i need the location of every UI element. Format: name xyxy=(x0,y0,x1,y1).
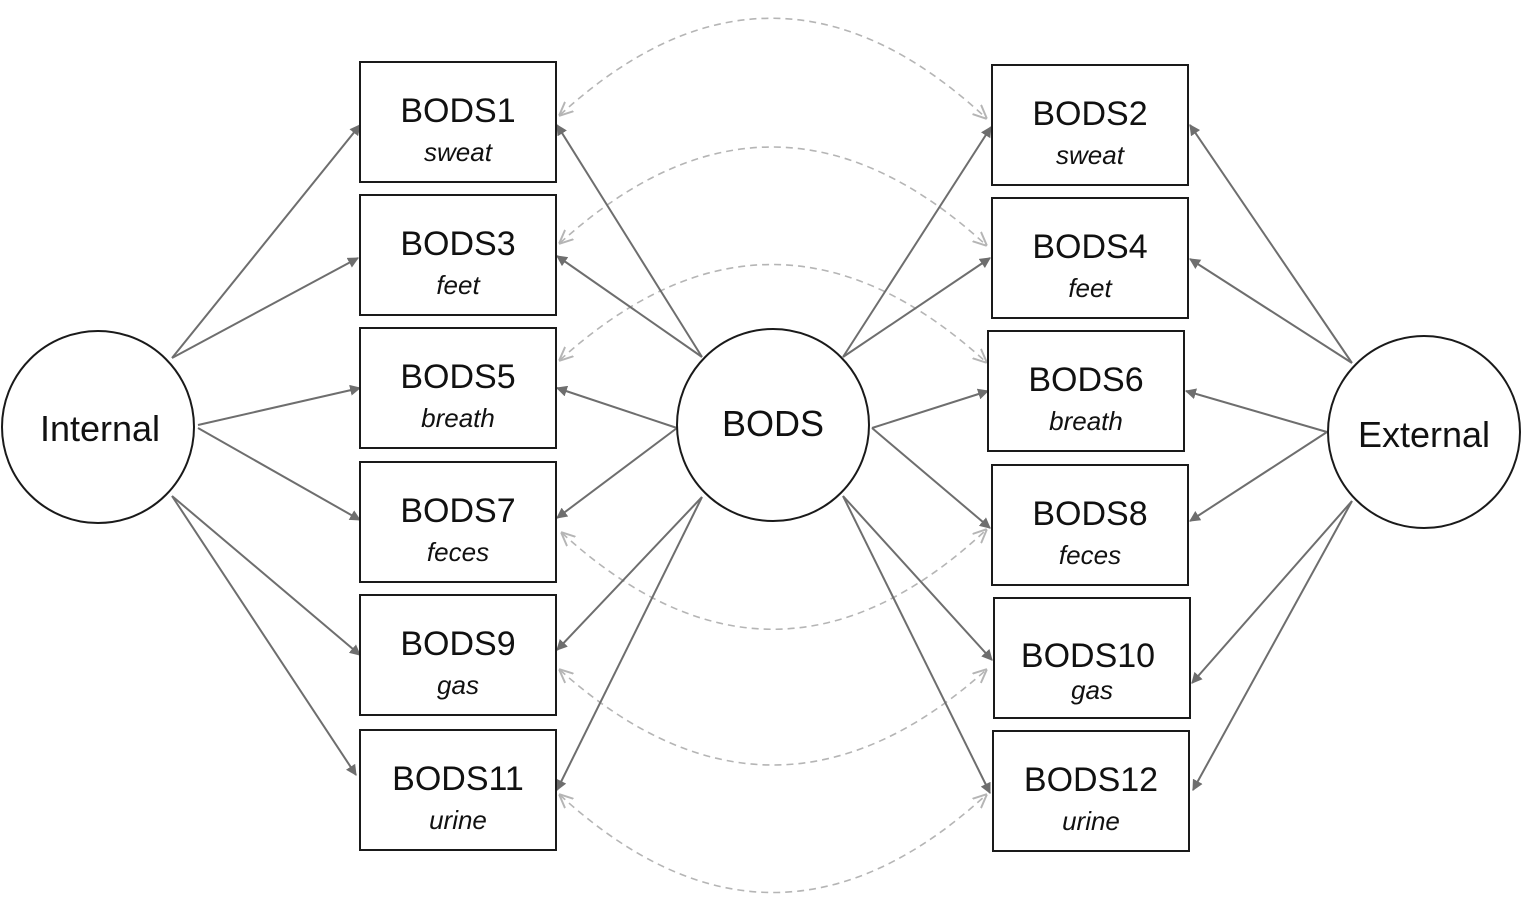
loading-arrow-general-to-b8 xyxy=(871,427,991,529)
loading-arrow-general-to-b5 xyxy=(555,385,678,429)
indicator-bods2-label: BODS2 xyxy=(1032,95,1147,133)
loading-arrow-general-to-b6 xyxy=(871,388,990,429)
indicator-bods12[interactable]: BODS12 urine xyxy=(992,730,1190,852)
indicator-bods7[interactable]: BODS7 feces xyxy=(359,461,557,583)
factor-bods-circle xyxy=(676,328,870,522)
indicator-bods12-sublabel: urine xyxy=(1062,806,1120,836)
indicator-bods4-label: BODS4 xyxy=(1032,228,1147,266)
indicator-bods9-sublabel: gas xyxy=(437,670,479,700)
indicator-bods9[interactable]: BODS9 gas xyxy=(359,594,557,716)
indicator-bods3-label: BODS3 xyxy=(400,225,515,263)
indicator-bods1-box xyxy=(359,61,557,183)
indicator-bods2[interactable]: BODS2 sweat xyxy=(991,64,1189,186)
indicator-bods6-label: BODS6 xyxy=(1028,361,1143,399)
loading-arrow-general-to-b2 xyxy=(842,126,992,358)
indicator-bods11-label: BODS11 xyxy=(392,760,524,798)
indicator-bods10-label: BODS10 xyxy=(1021,637,1155,675)
node-layer: Internal BODS External BODS1 sweat BODS3… xyxy=(1,61,1521,852)
loading-arrow-external-to-b2 xyxy=(1189,124,1353,364)
factor-external-label: External xyxy=(1358,414,1490,455)
loading-arrow-external-to-b12 xyxy=(1192,500,1353,791)
factor-bods-label: BODS xyxy=(722,403,824,444)
loading-arrow-general-to-b12 xyxy=(842,495,991,794)
indicator-bods6[interactable]: BODS6 breath xyxy=(987,330,1185,452)
indicator-bods3-box xyxy=(359,194,557,316)
indicator-bods1-sublabel: sweat xyxy=(424,137,494,167)
indicator-bods1-label: BODS1 xyxy=(400,92,515,130)
indicator-bods8-label: BODS8 xyxy=(1032,495,1147,533)
indicator-bods4[interactable]: BODS4 feet xyxy=(991,197,1189,319)
indicator-bods9-label: BODS9 xyxy=(400,625,515,663)
factor-internal-circle xyxy=(1,330,195,524)
loading-arrow-internal-to-b1 xyxy=(171,124,361,359)
loading-arrow-internal-to-b3 xyxy=(171,257,359,359)
indicator-bods12-box xyxy=(992,730,1190,852)
covariance-arrow-b1-b2 xyxy=(560,17,986,118)
residual-covariance-layer xyxy=(560,17,986,894)
factor-external[interactable]: External xyxy=(1327,335,1521,529)
indicator-bods7-box xyxy=(359,461,557,583)
indicator-bods10-sublabel: gas xyxy=(1071,675,1113,705)
indicator-bods10[interactable]: BODS10 gas xyxy=(993,597,1191,719)
indicator-bods2-box xyxy=(991,64,1189,186)
factor-loading-layer xyxy=(171,124,1353,794)
loading-arrow-internal-to-b9 xyxy=(171,495,361,656)
indicator-bods3[interactable]: BODS3 feet xyxy=(359,194,557,316)
factor-internal-label: Internal xyxy=(40,408,160,449)
factor-internal[interactable]: Internal xyxy=(1,330,195,524)
loading-arrow-external-to-b8 xyxy=(1189,431,1328,522)
indicator-bods5-sublabel: breath xyxy=(421,403,495,433)
loading-arrow-general-to-b10 xyxy=(842,495,993,661)
indicator-bods8-box xyxy=(991,464,1189,586)
loading-arrow-general-to-b11 xyxy=(556,496,703,791)
indicator-bods11-sublabel: urine xyxy=(429,805,487,835)
indicator-bods11[interactable]: BODS11 urine xyxy=(359,729,557,851)
indicator-bods3-sublabel: feet xyxy=(436,270,481,300)
indicator-bods4-box xyxy=(991,197,1189,319)
indicator-bods9-box xyxy=(359,594,557,716)
covariance-arrow-b7-b8 xyxy=(562,530,986,630)
indicator-bods8[interactable]: BODS8 feces xyxy=(991,464,1189,586)
indicator-bods12-label: BODS12 xyxy=(1024,761,1158,799)
loading-arrow-external-to-b4 xyxy=(1189,258,1353,364)
loading-arrow-external-to-b10 xyxy=(1191,500,1353,684)
loading-arrow-external-to-b6 xyxy=(1184,388,1328,433)
indicator-bods5[interactable]: BODS5 breath xyxy=(359,327,557,449)
indicator-bods6-sublabel: breath xyxy=(1049,406,1123,436)
indicator-bods5-box xyxy=(359,327,557,449)
loading-arrow-general-to-b1 xyxy=(556,124,703,358)
indicator-bods10-box xyxy=(993,597,1191,719)
loading-arrow-general-to-b7 xyxy=(556,427,678,519)
covariance-arrow-b9-b10 xyxy=(560,670,986,766)
indicator-bods2-sublabel: sweat xyxy=(1056,140,1126,170)
loading-arrow-internal-to-b7 xyxy=(197,427,361,521)
factor-external-circle xyxy=(1327,335,1521,529)
indicator-bods6-box xyxy=(987,330,1185,452)
indicator-bods7-label: BODS7 xyxy=(400,492,515,530)
indicator-bods4-sublabel: feet xyxy=(1068,273,1113,303)
indicator-bods8-sublabel: feces xyxy=(1059,540,1121,570)
indicator-bods1[interactable]: BODS1 sweat xyxy=(359,61,557,183)
indicator-bods11-box xyxy=(359,729,557,851)
covariance-arrow-b3-b4 xyxy=(560,146,986,245)
indicator-bods7-sublabel: feces xyxy=(427,537,489,567)
factor-bods[interactable]: BODS xyxy=(676,328,870,522)
loading-arrow-general-to-b3 xyxy=(556,255,703,358)
covariance-arrow-b11-b12 xyxy=(560,795,986,894)
loading-arrow-internal-to-b5 xyxy=(197,384,362,426)
loading-arrow-internal-to-b11 xyxy=(171,495,357,776)
covariance-arrow-b5-b6 xyxy=(560,263,986,362)
indicator-bods5-label: BODS5 xyxy=(400,358,515,396)
loading-arrow-general-to-b4 xyxy=(842,257,991,358)
loading-arrow-general-to-b9 xyxy=(556,496,703,651)
